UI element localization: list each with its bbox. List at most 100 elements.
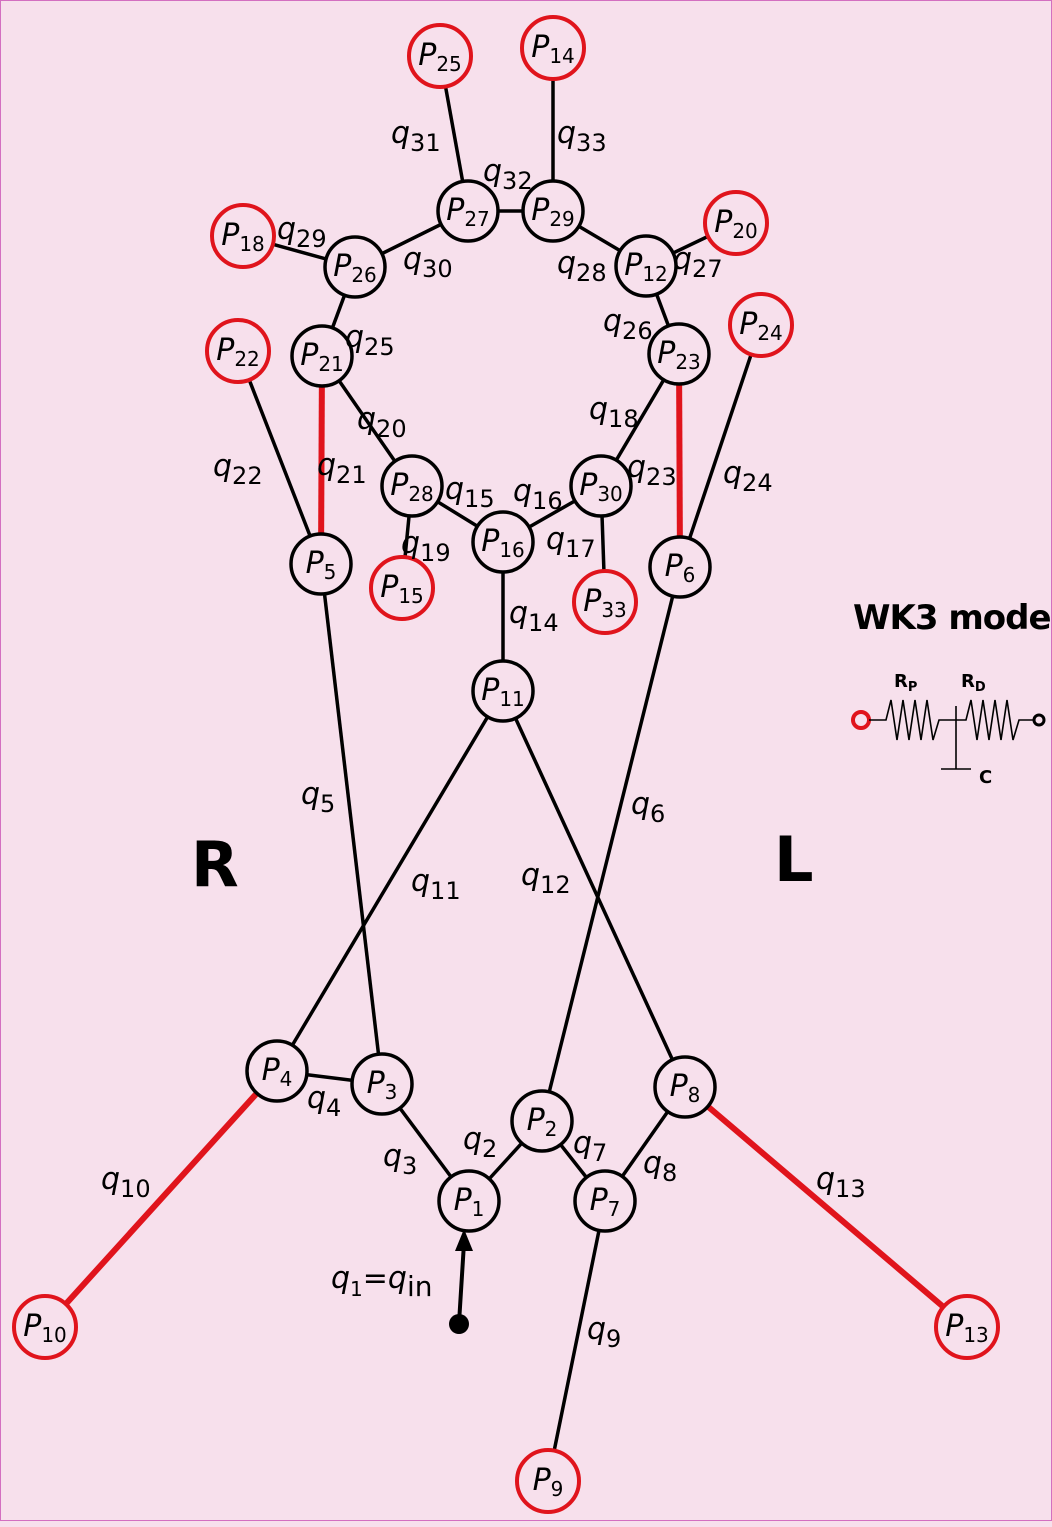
- node-circle: [647, 322, 711, 386]
- vessel-edge-q21: [318, 355, 325, 565]
- outlet-node-p9: P9: [515, 1448, 581, 1514]
- junction-node-p5: P5: [289, 532, 353, 596]
- junction-node-p11: P11: [471, 659, 535, 723]
- flow-label-q7: q7: [573, 1126, 607, 1167]
- node-circle: [648, 535, 712, 599]
- vessel-edge-q12: [501, 690, 687, 1088]
- junction-node-p12: P12: [614, 234, 678, 298]
- inlet-arrow-shaft: [457, 1242, 466, 1324]
- node-label-p16: P16: [481, 524, 525, 562]
- flow-label-q14: q14: [509, 596, 559, 637]
- flow-label-q3: q3: [383, 1139, 417, 1180]
- outlet-node-p24: P24: [728, 292, 794, 358]
- flow-label-q13: q13: [816, 1162, 866, 1203]
- edges-layer: [42, 48, 969, 1482]
- vessel-edge-q23: [676, 353, 683, 568]
- inlet: q1=qin: [331, 1229, 473, 1334]
- node-circle: [12, 1294, 78, 1360]
- vessel-edge-q11: [275, 690, 505, 1072]
- node-circle: [515, 1448, 581, 1514]
- flow-label-q22: q22: [213, 449, 263, 490]
- node-label-p22: P22: [216, 333, 260, 371]
- node-label-p18: P18: [221, 218, 265, 256]
- right-side-label: R: [191, 828, 239, 901]
- flow-label-q8: q8: [643, 1146, 677, 1187]
- node-label-p26: P26: [333, 249, 377, 287]
- outlet-node-p22: P22: [205, 318, 271, 384]
- node-label-p4: P4: [262, 1053, 293, 1091]
- flow-label-q16: q16: [513, 474, 563, 515]
- flow-label-q10: q10: [101, 1162, 151, 1203]
- inlet-flow-label: q1=qin: [331, 1261, 433, 1303]
- junction-node-p1: P1: [437, 1169, 501, 1233]
- flow-label-q19: q19: [401, 526, 451, 567]
- node-circle: [350, 1052, 414, 1116]
- node-label-p1: P1: [454, 1183, 485, 1221]
- vessel-edge-q9: [546, 1200, 607, 1482]
- node-label-p2: P2: [527, 1103, 558, 1141]
- vessel-edge-q6: [540, 566, 682, 1122]
- node-circle: [290, 324, 354, 388]
- flow-label-q5: q5: [301, 777, 335, 818]
- node-circle: [520, 15, 586, 81]
- flow-label-q4: q4: [307, 1081, 341, 1122]
- node-label-p11: P11: [481, 673, 525, 711]
- node-label-p7: P7: [590, 1183, 621, 1221]
- node-label-p30: P30: [579, 468, 623, 506]
- node-circle: [380, 454, 444, 518]
- node-label-p20: P20: [714, 205, 758, 243]
- wk3-rp-resistor: [869, 699, 956, 741]
- flow-label-q17: q17: [546, 522, 596, 563]
- outlet-node-p14: P14: [520, 15, 586, 81]
- wk3-rd-label: RD: [961, 671, 986, 695]
- node-label-p33: P33: [583, 584, 627, 622]
- node-circle: [703, 190, 769, 256]
- node-label-p15: P15: [380, 570, 424, 608]
- vessel-edge-q22: [236, 350, 323, 565]
- outlet-node-p25: P25: [407, 23, 473, 89]
- junction-node-p16: P16: [471, 510, 535, 574]
- flow-label-q30: q30: [403, 242, 453, 283]
- node-label-p9: P9: [533, 1463, 564, 1501]
- flow-label-q23: q23: [627, 450, 677, 491]
- wk3-title: WK3 model: [853, 598, 1052, 638]
- node-circle: [407, 23, 473, 89]
- node-circle: [653, 1055, 717, 1119]
- node-circle: [614, 234, 678, 298]
- outlet-node-p15: P15: [369, 555, 435, 621]
- junction-node-p2: P2: [510, 1089, 574, 1153]
- vessel-edge-q10: [42, 1068, 280, 1330]
- flow-label-q12: q12: [521, 858, 571, 899]
- node-label-p23: P23: [657, 336, 701, 374]
- node-label-p21: P21: [300, 338, 344, 376]
- node-label-p29: P29: [531, 193, 575, 231]
- flow-label-q6: q6: [631, 787, 665, 828]
- flow-label-q2: q2: [463, 1122, 497, 1163]
- node-circle: [210, 203, 276, 269]
- wk3-output-terminal: [1032, 713, 1046, 727]
- node-circle: [436, 179, 500, 243]
- node-circle: [471, 510, 535, 574]
- junction-node-p30: P30: [569, 454, 633, 518]
- junction-node-p28: P28: [380, 454, 444, 518]
- flow-label-q29: q29: [277, 212, 327, 253]
- junction-node-p21: P21: [290, 324, 354, 388]
- node-label-p3: P3: [367, 1066, 398, 1104]
- junction-node-p29: P29: [521, 179, 585, 243]
- node-circle: [289, 532, 353, 596]
- node-label-p6: P6: [665, 549, 696, 587]
- vessel-edge-q13: [683, 1084, 969, 1330]
- flow-label-q11: q11: [411, 864, 461, 905]
- flow-label-q27: q27: [673, 242, 723, 283]
- wk3-rd-resistor: [956, 699, 1034, 741]
- flow-label-q33: q33: [557, 116, 607, 157]
- wk3-rp-label: RP: [894, 671, 917, 695]
- flow-label-q9: q9: [587, 1312, 621, 1353]
- node-label-p8: P8: [670, 1069, 701, 1107]
- junction-node-p8: P8: [653, 1055, 717, 1119]
- wk3-input-terminal: [851, 710, 871, 730]
- flow-label-q32: q32: [483, 154, 533, 195]
- inlet-arrow-head: [455, 1229, 473, 1251]
- wk3-c-label: C: [979, 767, 992, 788]
- node-circle: [573, 1169, 637, 1233]
